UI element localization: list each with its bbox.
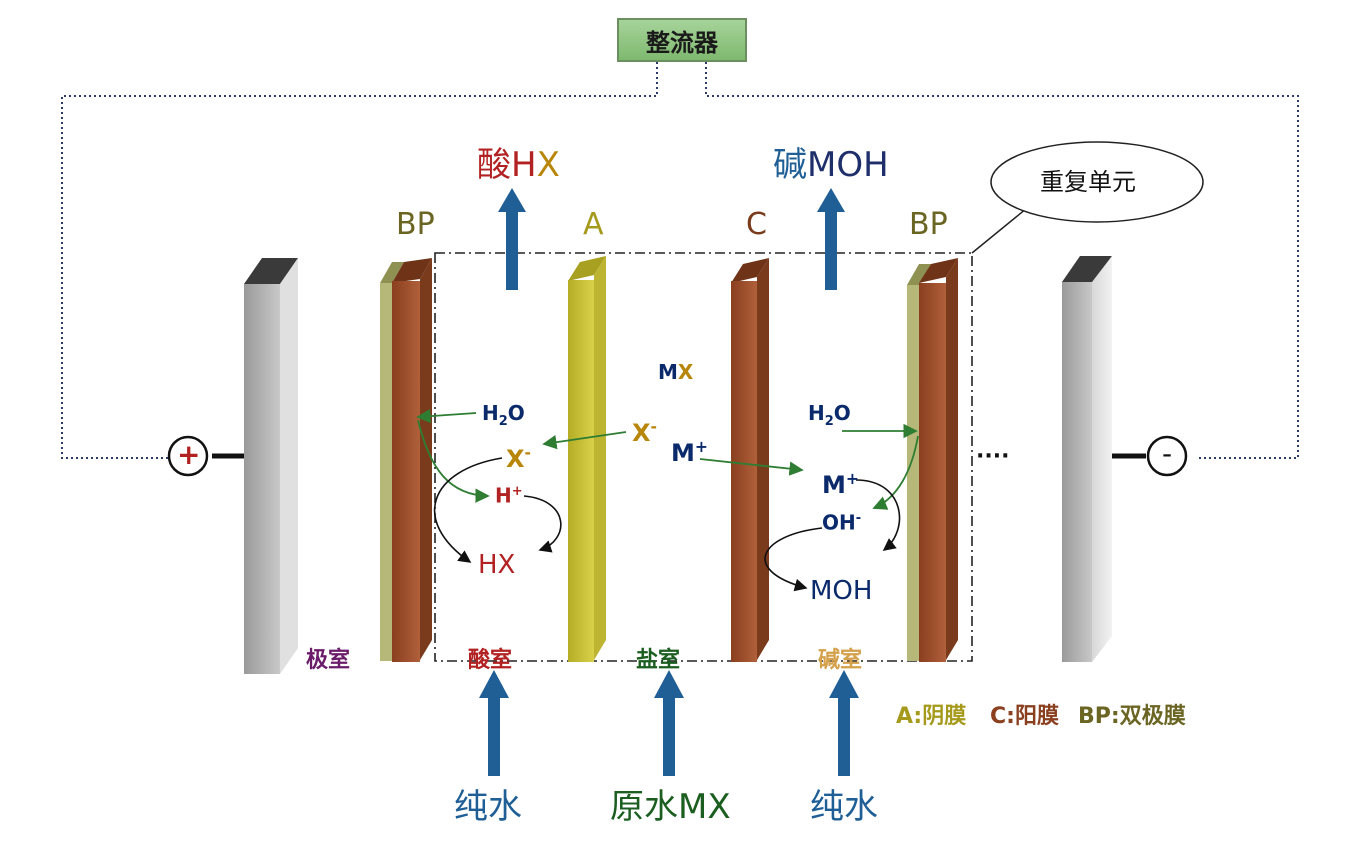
x-minus-acid-label: X- <box>506 444 531 473</box>
moh-product-label: MOH <box>810 576 873 606</box>
acid-chamber-label: 酸室 <box>468 648 513 673</box>
x-minus-salt: X <box>632 419 651 447</box>
x-minus-salt-sup: - <box>650 418 657 436</box>
cathode-electrode <box>1062 256 1146 662</box>
flow-arrows <box>479 188 859 776</box>
anion-membrane-label: A <box>583 207 604 242</box>
h-plus-label: H+ <box>495 485 523 506</box>
m-plus-base-sup: + <box>845 470 859 488</box>
left-bipolar-membrane <box>380 258 432 662</box>
salt-chamber-label: 盐室 <box>636 648 681 673</box>
m-plus-salt: M <box>671 439 695 467</box>
h-plus: H <box>495 483 512 508</box>
positive-terminal <box>167 435 209 477</box>
h2o-left-o: O <box>507 401 525 425</box>
circuit-wiring <box>61 62 1299 459</box>
rectifier-box: 整流器 <box>617 18 747 62</box>
base-prefix: 碱 <box>773 145 807 185</box>
cation-membrane-label: C <box>746 207 767 242</box>
h2o-right-o: O <box>833 401 851 425</box>
h2o-left-h: H <box>482 401 499 425</box>
mx-x: X <box>677 360 694 384</box>
oh-minus: OH <box>822 510 856 535</box>
x-minus-acid-sup: - <box>524 444 531 462</box>
mx-m: M <box>658 360 678 384</box>
acid-x: X <box>536 145 560 185</box>
m-plus-salt-label: M+ <box>671 438 708 467</box>
raw-water-mx-label: 原水MX <box>610 787 731 827</box>
repeat-unit-box <box>434 252 973 662</box>
h2o-right-label: H2O <box>808 403 851 428</box>
continuation-ellipsis: ···· <box>976 444 1010 469</box>
right-bp-label: BP <box>909 207 948 242</box>
m-plus-base: M <box>822 471 846 499</box>
h-plus-sup: + <box>511 484 523 499</box>
pure-water-left-label: 纯水 <box>454 787 522 827</box>
repeat-unit-bubble <box>971 141 1204 254</box>
h2o-right-h: H <box>808 401 825 425</box>
left-bp-label: BP <box>396 207 435 242</box>
rectifier-label: 整流器 <box>646 28 718 57</box>
base-chamber-label: 碱室 <box>818 648 863 673</box>
positive-terminal-sign: + <box>177 438 201 471</box>
oh-minus-label: OH- <box>822 512 861 533</box>
right-bipolar-membrane <box>907 258 958 662</box>
negative-terminal <box>1146 435 1188 477</box>
legend-bipolar: BP:双极膜 <box>1078 704 1186 729</box>
anion-membrane <box>568 256 606 662</box>
acid-prefix: 酸 <box>477 145 511 185</box>
h2o-right-sub: 2 <box>824 414 834 429</box>
electrode-chamber-label: 极室 <box>306 648 351 673</box>
acid-hx-output-label: 酸HX <box>477 148 560 182</box>
m-plus-salt-sup: + <box>694 438 708 456</box>
pure-water-right-label: 纯水 <box>810 787 878 827</box>
x-minus-acid: X <box>506 445 525 473</box>
negative-terminal-sign: - <box>1161 437 1173 470</box>
m-plus-base-label: M+ <box>822 470 859 499</box>
anode-electrode <box>212 258 298 674</box>
legend-cation: C:阳膜 <box>990 704 1059 729</box>
repeat-unit-label: 重复单元 <box>1040 168 1136 196</box>
x-minus-salt-label: X- <box>632 418 657 447</box>
reaction-curves <box>433 457 901 592</box>
acid-h: H <box>511 145 537 185</box>
hx-product-label: HX <box>478 550 516 580</box>
legend-anion: A:阴膜 <box>896 704 967 729</box>
h2o-left-sub: 2 <box>498 414 508 429</box>
base-moh: MOH <box>807 145 889 185</box>
cation-membrane <box>731 258 769 662</box>
mx-salt-label: MX <box>658 362 693 382</box>
h2o-left-label: H2O <box>482 403 525 428</box>
base-moh-output-label: 碱MOH <box>773 148 889 182</box>
oh-minus-sup: - <box>855 511 862 526</box>
ion-migration-arrows <box>416 408 919 510</box>
